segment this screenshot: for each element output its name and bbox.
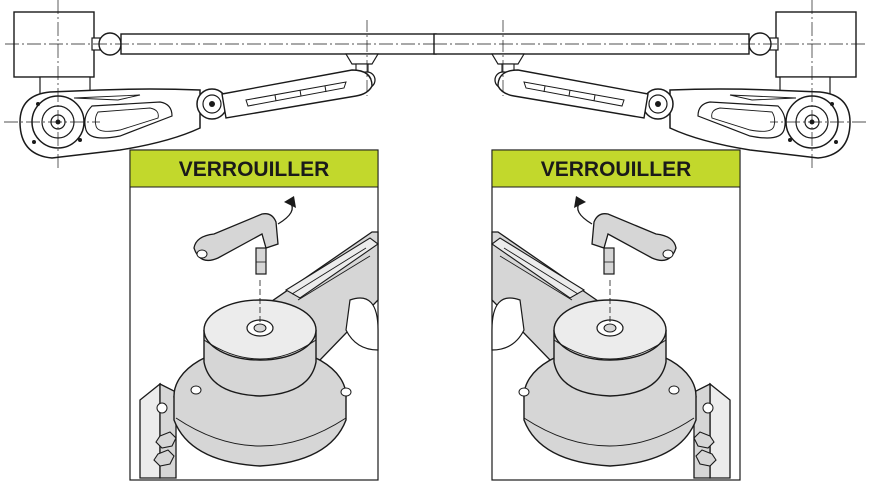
right-lock-illustration <box>491 149 741 481</box>
left-lock-label: VERROUILLER <box>179 158 330 181</box>
left-label-band <box>129 149 379 188</box>
right-arm-assembly <box>429 0 867 171</box>
right-lock-label: VERROUILLER <box>541 158 692 181</box>
left-lock-illustration <box>129 149 379 481</box>
left-arm-assembly <box>3 0 441 171</box>
right-label-band <box>491 149 741 188</box>
left-lock-panel: VERROUILLER <box>129 149 379 481</box>
right-lock-panel: VERROUILLER <box>491 149 741 481</box>
